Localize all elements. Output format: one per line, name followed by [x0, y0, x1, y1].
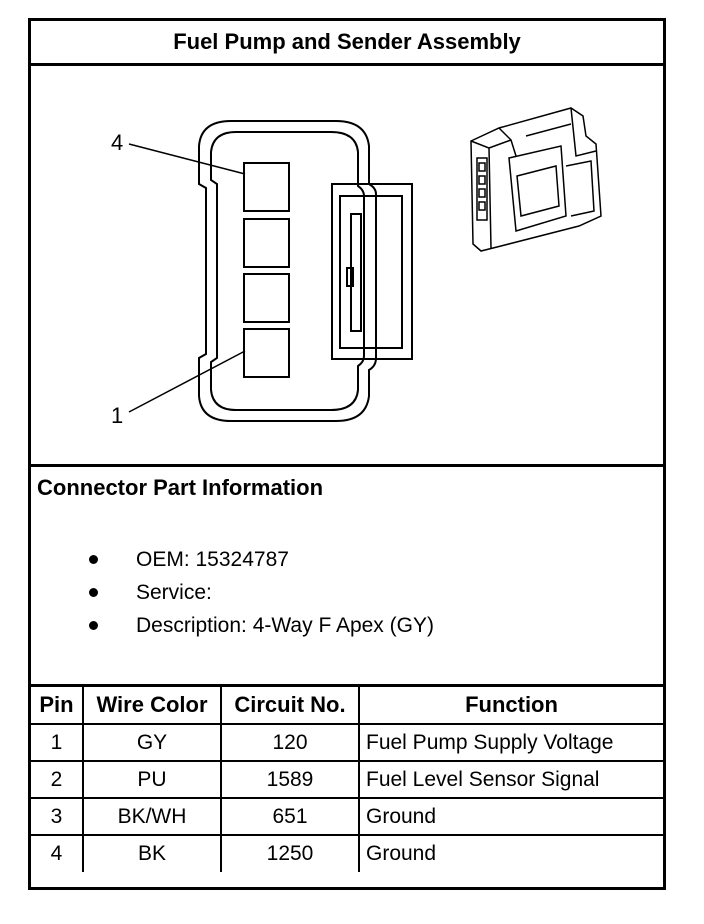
circuit-number: 651	[220, 797, 360, 836]
pin-number: 1	[31, 723, 84, 762]
pin-4-leader	[128, 143, 246, 175]
locking-tab-outer	[331, 183, 413, 360]
circuit-number: 1250	[220, 834, 360, 872]
pin-number: 2	[31, 760, 84, 799]
wire-color: GY	[82, 723, 222, 762]
wire-color: BK/WH	[82, 797, 222, 836]
header-wire-color: Wire Color	[82, 687, 222, 725]
wire-color: PU	[82, 760, 222, 799]
pin-function: Fuel Level Sensor Signal	[358, 760, 663, 799]
circuit-number: 120	[220, 723, 360, 762]
connector-face-drawing: 4 1	[111, 107, 602, 428]
connector-part-info: Connector Part Information OEM: 15324787…	[31, 467, 663, 687]
circuit-number: 1589	[220, 760, 360, 799]
pin-function: Ground	[358, 797, 663, 836]
connector-3d-illustration	[470, 107, 602, 252]
connector-info-list: OEM: 15324787 Service: Description: 4-Wa…	[31, 545, 434, 644]
table-row: 1 GY 120 Fuel Pump Supply Voltage	[31, 723, 663, 762]
pin-cavity-1	[243, 328, 290, 378]
pin-function: Ground	[358, 834, 663, 872]
connector-housing-outline	[198, 120, 377, 422]
pin-cavity-2	[243, 273, 290, 323]
pin-function: Fuel Pump Supply Voltage	[358, 723, 663, 762]
locking-tab-nub	[346, 267, 354, 287]
connector-inner-outline	[210, 131, 365, 411]
connector-info-heading: Connector Part Information	[37, 475, 324, 500]
service-part-number: Service:	[31, 578, 434, 611]
header-pin: Pin	[31, 687, 84, 725]
pin-4-callout: 4	[111, 130, 123, 155]
pin-1-callout: 1	[111, 403, 123, 428]
table-row: 4 BK 1250 Ground	[31, 834, 663, 872]
pin-1-leader	[128, 350, 246, 413]
pin-number: 4	[31, 834, 84, 872]
connector-description: Description: 4-Way F Apex (GY)	[31, 611, 434, 644]
locking-tab-slot	[350, 213, 362, 332]
table-row: 2 PU 1589 Fuel Level Sensor Signal	[31, 760, 663, 799]
sheet-title: Fuel Pump and Sender Assembly	[31, 21, 663, 66]
oem-part-number: OEM: 15324787	[31, 545, 434, 578]
locking-tab-inner	[339, 195, 403, 349]
pin-cavity-4	[243, 162, 290, 212]
pin-table: Pin Wire Color Circuit No. Function 1 GY…	[31, 687, 663, 872]
header-function: Function	[358, 687, 663, 725]
pin-table-header-row: Pin Wire Color Circuit No. Function	[31, 687, 663, 725]
header-circuit-no: Circuit No.	[220, 687, 360, 725]
wire-color: BK	[82, 834, 222, 872]
table-row: 3 BK/WH 651 Ground	[31, 797, 663, 836]
pin-cavity-3	[243, 218, 290, 268]
connector-diagram: 4 1	[31, 66, 663, 467]
connector-sheet: Fuel Pump and Sender Assembly	[28, 18, 666, 890]
pin-number: 3	[31, 797, 84, 836]
